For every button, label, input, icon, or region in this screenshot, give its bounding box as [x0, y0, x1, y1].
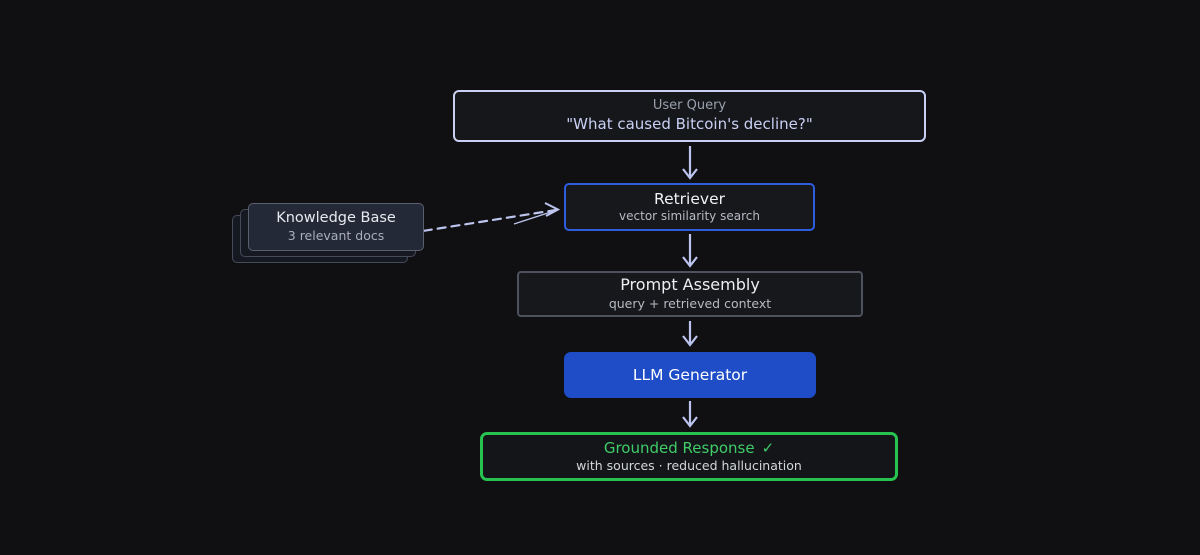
retriever-sublabel: vector similarity search — [619, 209, 760, 224]
grounded-response-label: Grounded Response ✓ — [604, 439, 774, 459]
prompt-assembly-sublabel: query + retrieved context — [608, 296, 772, 312]
arrow-prompt-assembly-to-llm-generator — [682, 321, 698, 347]
check-icon: ✓ — [761, 438, 775, 457]
retriever-label: Retriever — [654, 190, 725, 209]
node-grounded-response: Grounded Response ✓ with sources · reduce… — [480, 432, 898, 481]
arrow-knowledge-base-to-retriever — [408, 202, 561, 235]
knowledge-base-label: Knowledge Base — [276, 210, 396, 227]
prompt-assembly-label: Prompt Assembly — [620, 275, 760, 295]
arrow-llm-generator-to-grounded-response — [682, 401, 698, 428]
node-retriever: Retriever vector similarity search — [564, 183, 815, 231]
arrow-retriever-to-prompt-assembly — [682, 234, 698, 268]
node-llm-generator: LLM Generator — [564, 352, 816, 398]
user-query-text: "What caused Bitcoin's decline?" — [566, 114, 813, 133]
knowledge-base-sublabel: 3 relevant docs — [287, 228, 385, 244]
node-knowledge-base: Knowledge Base 3 relevant docs — [248, 203, 424, 251]
grounded-response-sublabel: with sources · reduced hallucination — [576, 458, 802, 474]
node-user-query: User Query "What caused Bitcoin's declin… — [453, 90, 926, 142]
user-query-label: User Query — [652, 97, 727, 113]
arrow-user-query-to-retriever — [682, 146, 698, 180]
grounded-response-title-text: Grounded Response — [603, 438, 755, 457]
node-prompt-assembly: Prompt Assembly query + retrieved contex… — [517, 271, 863, 317]
llm-generator-label: LLM Generator — [632, 365, 748, 384]
